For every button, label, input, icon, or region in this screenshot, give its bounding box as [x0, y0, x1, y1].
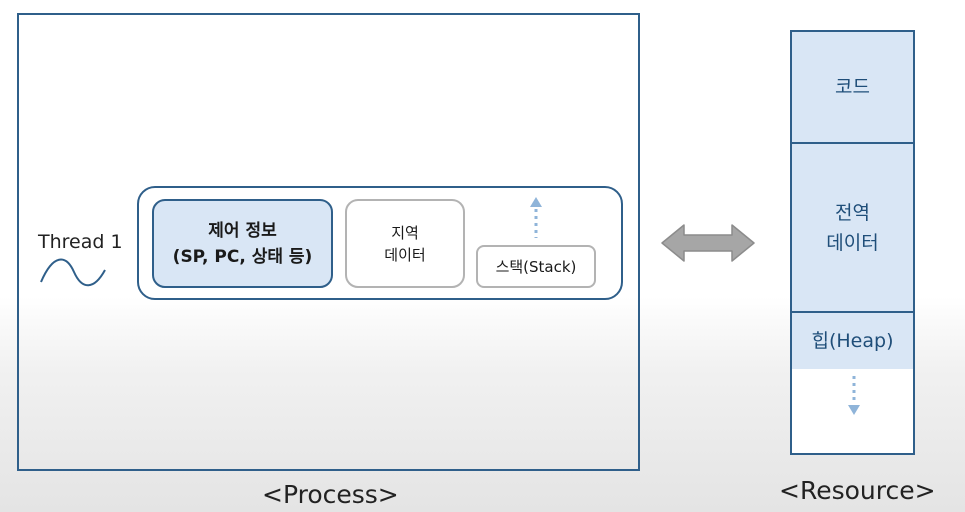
stack-label: 스택(Stack)	[495, 258, 577, 276]
stack-box: 스택(Stack)	[476, 245, 596, 288]
resource-caption: <Resource>	[779, 476, 936, 505]
double-arrow-icon	[661, 224, 755, 262]
control-info-detail: (SP, PC, 상태 등)	[172, 246, 313, 267]
wave-icon	[40, 258, 106, 287]
control-info-title: 제어 정보	[208, 220, 277, 241]
global-data-line1: 전역	[835, 201, 870, 224]
resource-column: 코드 전역 데이터 힙(Heap)	[790, 30, 915, 455]
thread-label: Thread 1	[38, 231, 123, 253]
global-data-segment: 전역 데이터	[792, 144, 913, 313]
code-segment: 코드	[792, 32, 913, 144]
process-caption: <Process>	[262, 480, 399, 509]
heap-segment: 힙(Heap)	[792, 313, 913, 369]
local-data-line2: 데이터	[384, 245, 426, 264]
global-data-line2: 데이터	[826, 231, 879, 254]
process-box	[17, 13, 640, 471]
heap-label: 힙(Heap)	[811, 330, 894, 352]
control-info-box: 제어 정보 (SP, PC, 상태 등)	[152, 199, 333, 288]
dotted-down-arrow-icon	[848, 376, 860, 415]
code-label: 코드	[835, 76, 870, 98]
dotted-up-arrow-icon	[530, 197, 542, 238]
local-data-box: 지역 데이터	[345, 199, 465, 288]
local-data-line1: 지역	[391, 223, 419, 242]
